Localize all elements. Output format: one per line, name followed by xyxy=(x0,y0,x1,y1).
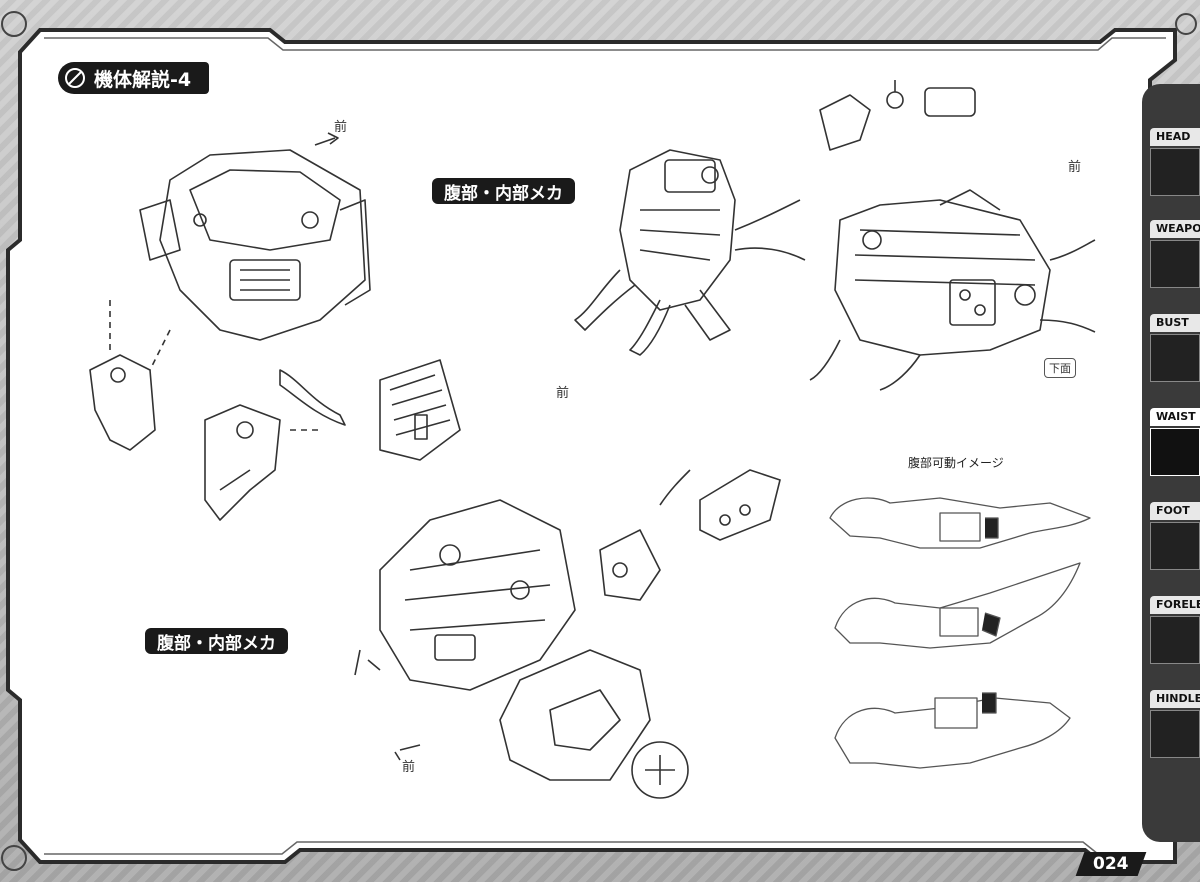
hindleg-thumbnail xyxy=(1150,710,1200,758)
page-title: 機体解説-4 xyxy=(58,62,210,94)
front-annotation: 前 xyxy=(402,760,416,775)
tab-foreleg[interactable]: FORELEG xyxy=(1150,596,1200,664)
waist-thumbnail xyxy=(1150,428,1200,476)
tab-bust[interactable]: BUST xyxy=(1150,314,1200,382)
foot-thumbnail xyxy=(1150,522,1200,570)
tab-weapon[interactable]: WEAPON xyxy=(1150,220,1200,288)
page-number: 024 xyxy=(1075,852,1147,876)
front-annotation: 前 xyxy=(556,386,570,401)
head-thumbnail xyxy=(1150,148,1200,196)
waist-mech-exploded-sketch xyxy=(89,132,461,521)
small-joint-part-sketch xyxy=(699,469,781,541)
waist-inner-mech-sketch xyxy=(574,149,806,356)
tab-hindleg[interactable]: HINDLEG xyxy=(1150,690,1200,758)
section-label-upper: 腹部・内部メカ xyxy=(432,178,575,204)
section-label-lower: 腹部・内部メカ xyxy=(145,628,288,654)
front-annotation: 前 xyxy=(334,120,348,135)
page-title-text: 機体解説-4 xyxy=(94,68,192,91)
foreleg-thumbnail xyxy=(1150,616,1200,664)
bottom-view-annotation: 下面 xyxy=(1044,358,1076,378)
tab-waist[interactable]: WAIST xyxy=(1150,408,1200,476)
gear-icon xyxy=(65,68,85,88)
tab-head[interactable]: HEAD xyxy=(1150,128,1200,196)
motion-note: 腹部可動イメージ xyxy=(908,456,1004,470)
waist-motion-image-sketch xyxy=(829,497,1091,769)
waist-inner-mech-lower-sketch xyxy=(354,469,691,799)
corner-bolt-icon xyxy=(1,11,27,37)
bust-thumbnail xyxy=(1150,334,1200,382)
tab-foot[interactable]: FOOT xyxy=(1150,502,1200,570)
corner-bolt-icon xyxy=(1,845,27,871)
waist-bottom-view-sketch xyxy=(809,80,1096,391)
corner-bolt-icon xyxy=(1175,13,1197,35)
section-tabs: HEAD WEAPON BUST WAIST FOOT FORELEG HIND… xyxy=(1142,84,1200,842)
weapon-thumbnail xyxy=(1150,240,1200,288)
front-annotation: 前 xyxy=(1068,160,1082,175)
